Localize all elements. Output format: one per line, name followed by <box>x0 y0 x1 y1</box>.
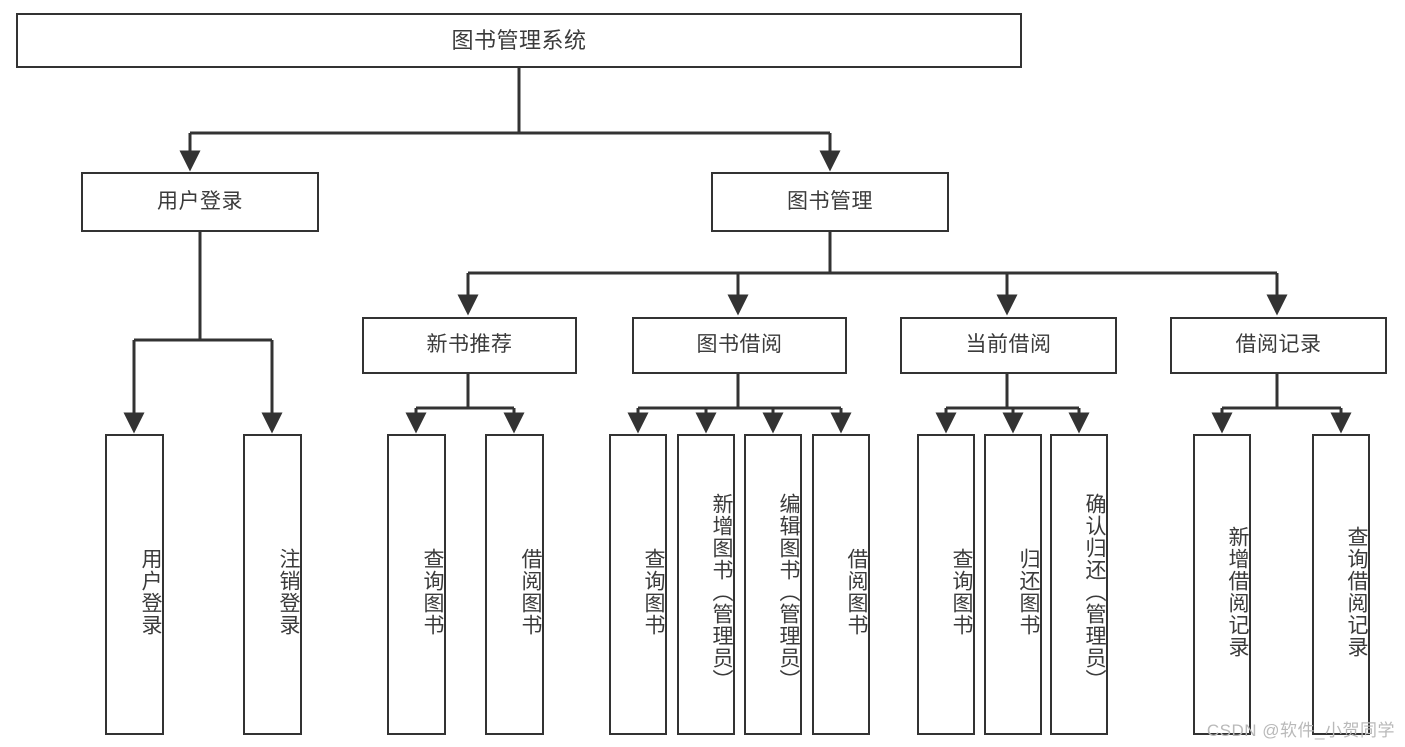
leaf-book-borrow-borrow-label: 借阅图书 <box>845 547 868 636</box>
node-root-label: 图书管理系统 <box>451 27 587 53</box>
leaf-borrow-record-query-label: 查询借阅记录 <box>1345 525 1368 658</box>
leaf-borrow-record-query[interactable]: 查询借阅记录 <box>1312 434 1370 735</box>
node-current-borrow-label: 当前借阅 <box>965 333 1052 357</box>
leaf-borrow-record-add-label: 新增借阅记录 <box>1226 525 1249 658</box>
node-current-borrow[interactable]: 当前借阅 <box>900 317 1117 374</box>
leaf-new-book-query[interactable]: 查询图书 <box>387 434 446 735</box>
node-book-management[interactable]: 图书管理 <box>711 172 949 232</box>
leaf-book-borrow-add-label: 新增图书（管理员） <box>710 492 733 691</box>
leaf-user-login-logout-label: 注销登录 <box>277 547 300 636</box>
leaf-book-borrow-query[interactable]: 查询图书 <box>609 434 667 735</box>
leaf-book-borrow-edit-label: 编辑图书（管理员） <box>777 492 800 691</box>
node-borrow-record[interactable]: 借阅记录 <box>1170 317 1387 374</box>
node-book-management-label: 图书管理 <box>787 189 873 213</box>
leaf-current-borrow-query[interactable]: 查询图书 <box>917 434 975 735</box>
node-book-borrow-label: 图书借阅 <box>696 333 783 357</box>
node-root-book-management-system[interactable]: 图书管理系统 <box>16 13 1022 68</box>
leaf-book-borrow-query-label: 查询图书 <box>642 547 665 636</box>
leaf-new-book-borrow-label: 借阅图书 <box>519 547 542 636</box>
leaf-user-login-login-label: 用户登录 <box>139 547 162 636</box>
leaf-book-borrow-add[interactable]: 新增图书（管理员） <box>677 434 735 735</box>
leaf-borrow-record-add[interactable]: 新增借阅记录 <box>1193 434 1251 735</box>
leaf-book-borrow-edit[interactable]: 编辑图书（管理员） <box>744 434 802 735</box>
leaf-current-borrow-query-label: 查询图书 <box>950 547 973 636</box>
node-user-login[interactable]: 用户登录 <box>81 172 319 232</box>
leaf-user-login-login[interactable]: 用户登录 <box>105 434 164 735</box>
node-borrow-record-label: 借阅记录 <box>1235 333 1322 357</box>
node-new-book-recommend[interactable]: 新书推荐 <box>362 317 577 374</box>
leaf-current-borrow-confirm-return[interactable]: 确认归还（管理员） <box>1050 434 1108 735</box>
node-user-login-label: 用户登录 <box>157 189 243 213</box>
node-new-book-recommend-label: 新书推荐 <box>426 333 513 357</box>
watermark-csdn: CSDN @软件_小贺同学 <box>1206 721 1395 740</box>
leaf-user-login-logout[interactable]: 注销登录 <box>243 434 302 735</box>
leaf-current-borrow-return[interactable]: 归还图书 <box>984 434 1042 735</box>
node-book-borrow[interactable]: 图书借阅 <box>632 317 847 374</box>
leaf-current-borrow-confirm-return-label: 确认归还（管理员） <box>1083 492 1106 691</box>
leaf-current-borrow-return-label: 归还图书 <box>1017 547 1040 636</box>
leaf-new-book-query-label: 查询图书 <box>421 547 444 636</box>
leaf-new-book-borrow[interactable]: 借阅图书 <box>485 434 544 735</box>
leaf-book-borrow-borrow[interactable]: 借阅图书 <box>812 434 870 735</box>
